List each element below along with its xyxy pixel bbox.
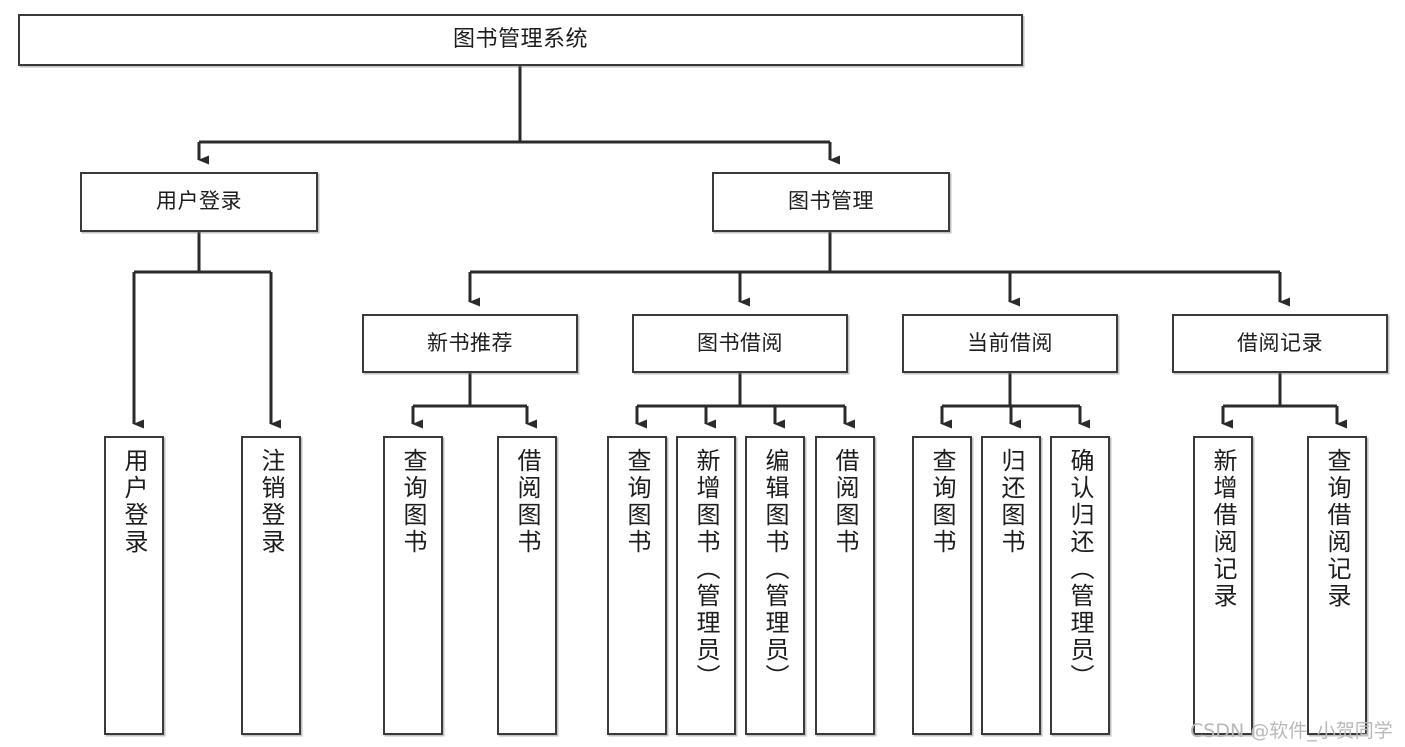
leaf-query-book-borrow[interactable]: 查询图书 xyxy=(607,436,667,735)
node-current-borrow[interactable]: 当前借阅 xyxy=(902,314,1118,373)
leaf-borrow-book[interactable]: 借阅图书 xyxy=(815,436,875,735)
leaf-add-borrow-record[interactable]: 新增借阅记录 xyxy=(1193,436,1253,735)
leaf-edit-book[interactable]: 编辑图书（管理员） xyxy=(745,436,805,735)
node-label: 借阅记录 xyxy=(1237,330,1323,355)
node-label: 借阅图书 xyxy=(831,448,859,556)
leaf-query-borrow-record[interactable]: 查询借阅记录 xyxy=(1307,436,1367,735)
node-label: 新增图书（管理员） xyxy=(692,448,720,691)
leaf-add-book[interactable]: 新增图书（管理员） xyxy=(676,436,736,735)
node-label: 借阅图书 xyxy=(513,448,541,556)
leaf-return-book[interactable]: 归还图书 xyxy=(981,436,1041,735)
node-user-login[interactable]: 用户登录 xyxy=(80,172,318,232)
node-label: 编辑图书（管理员） xyxy=(761,448,789,691)
node-label: 图书借阅 xyxy=(697,330,783,355)
node-book-manage[interactable]: 图书管理 xyxy=(712,172,950,232)
node-book-borrow[interactable]: 图书借阅 xyxy=(632,314,848,373)
leaf-borrow-book-recommend[interactable]: 借阅图书 xyxy=(497,436,557,735)
node-label: 查询借阅记录 xyxy=(1323,448,1351,610)
node-label: 注销登录 xyxy=(257,448,285,556)
leaf-query-book-recommend[interactable]: 查询图书 xyxy=(383,436,443,735)
leaf-user-login[interactable]: 用户登录 xyxy=(104,436,164,735)
node-label: 当前借阅 xyxy=(967,330,1053,355)
node-label: 查询图书 xyxy=(928,448,956,556)
node-label: 用户登录 xyxy=(156,189,242,214)
leaf-confirm-return[interactable]: 确认归还（管理员） xyxy=(1050,436,1110,735)
leaf-logout-login[interactable]: 注销登录 xyxy=(241,436,301,735)
node-label: 新增借阅记录 xyxy=(1209,448,1237,610)
node-label: 用户登录 xyxy=(120,448,148,556)
node-label: 新书推荐 xyxy=(427,330,513,355)
node-new-book-recommend[interactable]: 新书推荐 xyxy=(362,314,578,373)
leaf-query-book-current[interactable]: 查询图书 xyxy=(912,436,972,735)
node-label: 查询图书 xyxy=(399,448,427,556)
node-borrow-record[interactable]: 借阅记录 xyxy=(1172,314,1388,373)
node-label: 归还图书 xyxy=(997,448,1025,556)
node-label: 图书管理 xyxy=(788,189,874,214)
node-label: 确认归还（管理员） xyxy=(1066,448,1094,691)
csdn-watermark: CSDN @软件_小贺同学 xyxy=(1190,720,1393,742)
node-root-system[interactable]: 图书管理系统 xyxy=(18,14,1023,66)
node-label: 图书管理系统 xyxy=(452,26,588,52)
node-label: 查询图书 xyxy=(623,448,651,556)
